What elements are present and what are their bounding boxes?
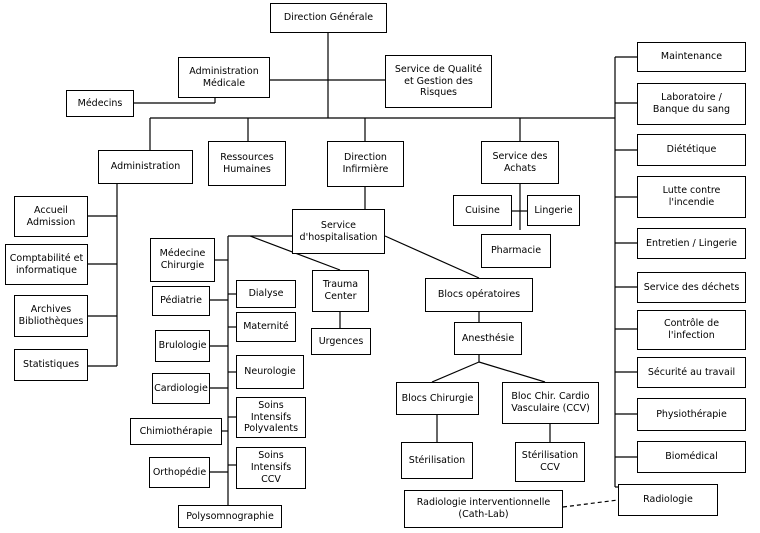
node-pharmacie: Pharmacie [481,234,551,268]
node-direction-infirmiere: Direction Infirmière [327,141,404,187]
node-polysomnographie: Polysomnographie [178,505,282,528]
node-dialyse: Dialyse [236,280,296,308]
node-soins-intensifs-polyvalents: Soins Intensifs Polyvalents [236,397,306,438]
node-medecine-chirurgie: Médecine Chirurgie [150,238,215,282]
node-chimiotherapie: Chimiothérapie [130,418,222,445]
node-pediatrie: Pédiatrie [152,286,210,316]
node-ressources-humaines: Ressources Humaines [208,141,286,186]
node-sterilisation-ccv: Stérilisation CCV [515,442,585,482]
node-cuisine: Cuisine [453,195,512,226]
node-anesthesie: Anesthésie [454,322,522,355]
node-soins-intensifs-ccv: Soins Intensifs CCV [236,447,306,489]
node-trauma-center: Trauma Center [312,270,369,312]
node-medecins: Médecins [66,90,134,117]
node-sterilisation: Stérilisation [401,442,473,479]
node-controle-infection: Contrôle de l'infection [637,310,746,350]
node-maintenance: Maintenance [637,42,746,72]
node-direction-generale: Direction Générale [270,3,387,33]
node-service-dechets: Service des déchets [637,272,746,303]
node-biomedical: Biomédical [637,441,746,473]
node-neurologie: Neurologie [236,355,304,389]
node-administration-medicale: Administration Médicale [178,57,270,98]
node-blocs-operatoires: Blocs opératoires [425,278,533,312]
node-maternite: Maternité [236,312,296,342]
node-archives: Archives Bibliothèques [14,295,88,337]
node-cardiologie: Cardiologie [152,373,210,404]
connector [431,361,480,383]
node-securite-travail: Sécurité au travail [637,357,746,388]
node-dietetique: Diététique [637,134,746,166]
node-orthopedie: Orthopédie [149,457,210,488]
node-administration: Administration [98,150,193,184]
node-radiologie: Radiologie [618,484,718,516]
node-physiotherapie: Physiothérapie [637,398,746,431]
node-radiologie-interventionnelle: Radiologie interventionnelle (Cath-Lab) [404,490,563,528]
node-blocs-chirurgie: Blocs Chirurgie [396,382,479,415]
node-urgences: Urgences [311,328,371,355]
connector [562,499,619,508]
node-service-achats: Service des Achats [481,141,559,184]
node-statistiques: Statistiques [14,349,88,381]
node-lingerie: Lingerie [527,195,580,226]
node-entretien-lingerie: Entretien / Lingerie [637,228,746,259]
node-accueil-admission: Accueil Admission [14,196,88,237]
connector [478,361,546,383]
node-brulologie: Brulologie [155,330,210,362]
node-service-hospitalisation: Service d'hospitalisation [292,209,385,254]
node-service-qualite: Service de Qualité et Gestion des Risque… [385,55,492,108]
node-laboratoire: Laboratoire / Banque du sang [637,83,746,125]
node-lutte-incendie: Lutte contre l'incendie [637,176,746,218]
node-bloc-chir-cardio: Bloc Chir. Cardio Vasculaire (CCV) [502,382,599,424]
node-comptabilite: Comptabilité et informatique [5,244,88,285]
connector [384,235,480,279]
